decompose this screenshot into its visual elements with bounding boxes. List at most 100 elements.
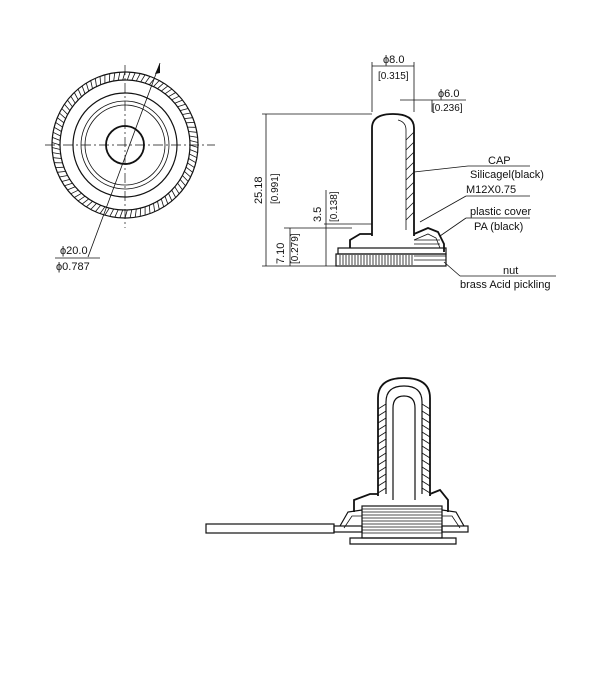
hatch-line (113, 72, 116, 82)
plastic-cover-inner (413, 233, 441, 249)
hatch-line (153, 203, 156, 212)
hatch-line (187, 162, 195, 168)
hatch-line (189, 135, 198, 138)
hatch-line (421, 459, 431, 466)
hatch-line (108, 73, 111, 82)
hatch-line (171, 190, 177, 198)
hatch-line (421, 431, 431, 438)
panel-washer-left (333, 525, 363, 533)
plastic-cover-outline (349, 227, 445, 252)
hatch-line (189, 153, 198, 159)
hatch-line (182, 112, 191, 115)
hatch-line (157, 201, 160, 210)
hatch-line (90, 80, 93, 89)
hatch-line (104, 207, 110, 216)
hatch-line (184, 171, 191, 178)
outer-diameter-mm: ϕ20.0 (60, 245, 88, 257)
panel-washer-right (441, 525, 469, 533)
hatch-line (81, 198, 89, 205)
panel-plate (205, 523, 335, 534)
cap-outer-outline (371, 113, 415, 236)
hatch-line (119, 209, 124, 218)
hatch-line (377, 417, 387, 424)
base-height-mm: 7.10 (275, 243, 287, 264)
thread-lines (414, 239, 446, 261)
hatch-line (377, 438, 387, 445)
hatch-line (189, 149, 198, 153)
hatch-line (52, 137, 61, 141)
outer-diameter-in: ϕ0.787 (56, 261, 90, 273)
cover-title: plastic cover (470, 206, 531, 218)
hatch-line (189, 140, 199, 143)
hatch-line (421, 438, 431, 445)
hatch-line (77, 195, 86, 202)
hatch-line (421, 452, 431, 459)
base-washer (337, 247, 447, 255)
hatch-line (126, 72, 131, 81)
hatch-line (99, 76, 102, 85)
hatch-line (161, 85, 169, 92)
total-height-in: [0.991] (270, 173, 281, 204)
knurl-inner-circle (59, 79, 191, 211)
hatch-line (377, 480, 387, 487)
nut-material: brass Acid pickling (460, 279, 551, 291)
hatch-line (59, 112, 66, 119)
cap-tip-mm: ϕ6.0 (438, 88, 459, 100)
cap-width-mm: ϕ8.0 (383, 54, 404, 66)
hatch-line (139, 208, 142, 217)
hatch-line (144, 76, 151, 84)
center-hole-circle (105, 125, 145, 165)
cap-callout-leader (413, 165, 469, 173)
thread-height-in: [0.138] (329, 191, 340, 222)
hatch-line (64, 182, 73, 187)
hatch-line (81, 85, 86, 94)
hatch-line (184, 117, 193, 119)
hatch-line (59, 175, 68, 178)
thread-spec: M12X0.75 (466, 184, 516, 196)
hatch-line (134, 208, 137, 218)
section-lever (392, 395, 416, 500)
hatch-line (377, 473, 387, 480)
section-cover-sides (339, 509, 465, 527)
hatch-line (377, 452, 387, 459)
hatch-line (122, 71, 126, 81)
hatch-line (85, 82, 90, 92)
hatch-line (168, 92, 176, 98)
hatch-line (117, 72, 121, 81)
hatch-line (153, 80, 160, 87)
hatch-line (129, 209, 133, 218)
hatch-line (179, 179, 186, 187)
cover-material: PA (black) (474, 221, 523, 233)
hatch-line (51, 147, 61, 150)
ring-circle-1 (72, 92, 178, 198)
cap-width-in: [0.315] (378, 71, 409, 82)
side-view: ϕ8.0 [0.315] ϕ6.0 [0.236] 25.18 [0.991] … (253, 54, 556, 291)
hatch-line (164, 88, 173, 95)
hatch-line (67, 186, 76, 191)
hatch-line (377, 403, 387, 410)
section-cap-hatch (377, 403, 431, 494)
hatch-line (377, 466, 387, 473)
hatch-line (90, 203, 97, 210)
total-height-mm: 25.18 (253, 176, 265, 204)
cap-inner-wall (397, 119, 407, 230)
hatch-line (174, 99, 183, 104)
hatch-line (70, 189, 79, 195)
hatch-line (109, 208, 115, 217)
ring-circle-3 (84, 104, 166, 186)
hatch-line (177, 103, 186, 108)
hatch-line (77, 88, 82, 97)
hatch-line (99, 206, 106, 214)
hatch-line (421, 424, 431, 431)
hatch-line (53, 126, 62, 132)
thread-callout-leader (419, 195, 467, 223)
section-cover-sides-inner (343, 515, 461, 529)
section-cap-inner (385, 385, 423, 494)
hatch-line (182, 175, 189, 182)
hatch-line (74, 192, 82, 198)
cover-callout-leader (439, 217, 467, 237)
hatch-line (55, 122, 63, 128)
hatch-line (421, 417, 431, 424)
hatch-line (160, 198, 165, 208)
hatch-line (94, 205, 102, 212)
